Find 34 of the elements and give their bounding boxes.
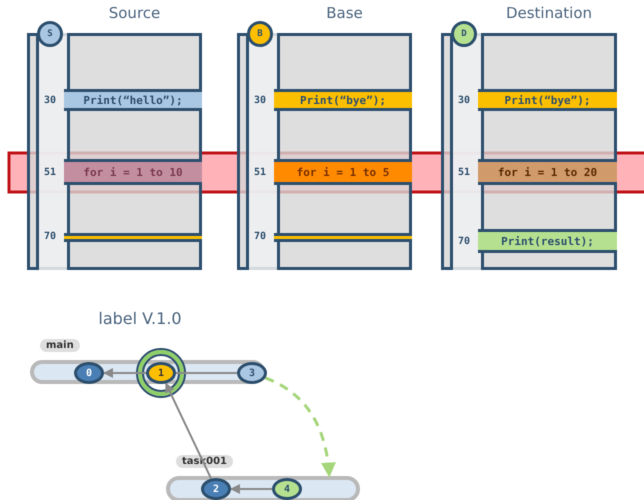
line-number: 70 <box>42 231 58 242</box>
line-number: 70 <box>252 231 268 242</box>
code-text: Print(“bye”); <box>300 94 386 106</box>
version-badge: S <box>37 21 63 47</box>
code-text: for i = 1 to 20 <box>498 166 598 178</box>
panel-title: Destination <box>504 4 594 22</box>
panel-title: Source <box>108 4 162 22</box>
code-text: for i = 1 to 10 <box>83 166 183 178</box>
connector-line <box>176 372 237 374</box>
commit-node: 4 <box>272 478 302 500</box>
commit-node: 2 <box>201 478 231 500</box>
line-number: 51 <box>42 167 58 178</box>
code-text: Print(“hello”); <box>83 94 183 106</box>
arrow <box>165 382 212 480</box>
code-text: for i = 1 to 5 <box>296 166 390 178</box>
line-number: 51 <box>456 167 472 178</box>
line-number: 30 <box>456 95 472 106</box>
label-title: label V.1.0 <box>97 309 183 328</box>
commit-node: 0 <box>74 362 104 384</box>
line-number: 30 <box>252 95 268 106</box>
line-number: 30 <box>42 95 58 106</box>
arrow <box>264 376 336 478</box>
panel-title: Base <box>325 4 364 22</box>
commit-node: 3 <box>237 362 267 384</box>
arrow <box>230 484 272 494</box>
arrow <box>103 368 146 378</box>
commit-node: 1 <box>146 362 176 384</box>
line-number: 70 <box>456 236 472 247</box>
code-text: Print(result); <box>501 234 594 248</box>
branch-tag: main <box>40 339 80 352</box>
line-number: 51 <box>252 167 268 178</box>
code-text: Print(“bye”); <box>504 94 591 106</box>
version-badge: B <box>247 21 273 47</box>
version-badge: D <box>451 21 477 47</box>
